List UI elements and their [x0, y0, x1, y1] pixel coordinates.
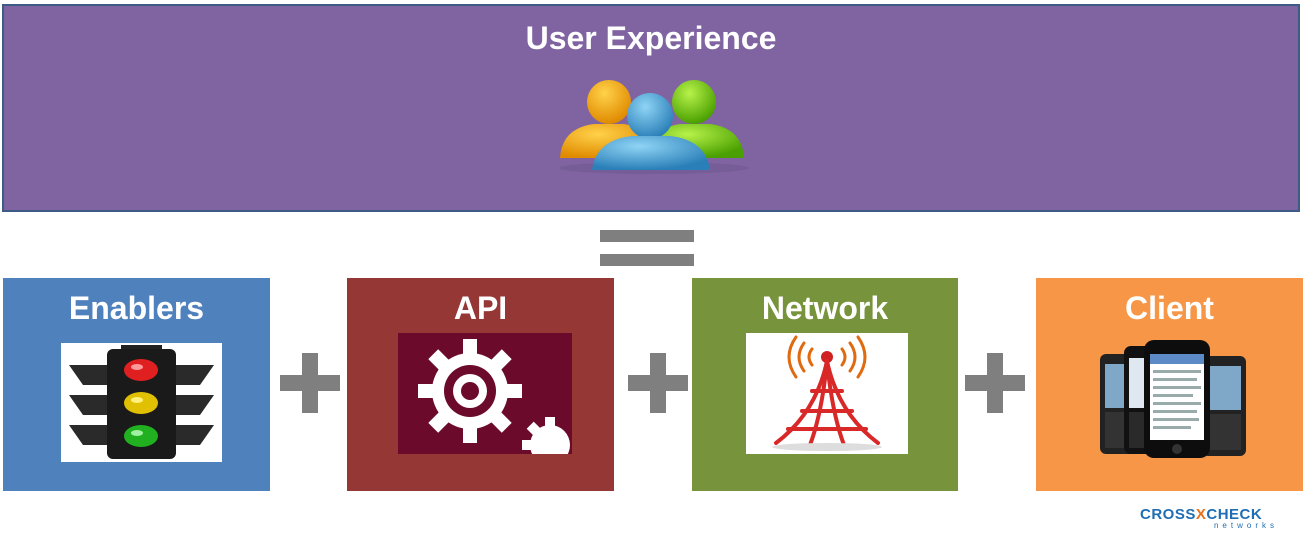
plus-icon: [965, 353, 1025, 413]
smartphones-icon: [1098, 340, 1248, 460]
client-title: Client: [1125, 290, 1214, 326]
logo-subtitle: networks: [1213, 521, 1278, 530]
client-box: Client: [1036, 278, 1303, 491]
crosscheck-logo: CROSSXCHECK networks: [1140, 506, 1300, 536]
plus-icon: [628, 353, 688, 413]
plus-icon: [280, 353, 340, 413]
logo-text: CROSSXCHECK: [1140, 506, 1263, 523]
enablers-box: Enablers: [3, 278, 270, 491]
equals-bar-bottom: [600, 254, 694, 266]
user-experience-banner: User Experience: [2, 4, 1300, 212]
equals-icon: [600, 230, 694, 266]
api-box: API: [347, 278, 614, 491]
traffic-light-icon: [61, 343, 222, 462]
equals-bar-top: [600, 230, 694, 242]
gear-icon: [398, 333, 572, 454]
api-title: API: [453, 290, 508, 326]
banner-title: User Experience: [525, 20, 777, 56]
network-title: Network: [761, 290, 889, 326]
enablers-title: Enablers: [68, 290, 205, 326]
network-box: Network: [692, 278, 958, 491]
users-group-icon: [559, 80, 749, 174]
antenna-tower-icon: [746, 333, 908, 454]
